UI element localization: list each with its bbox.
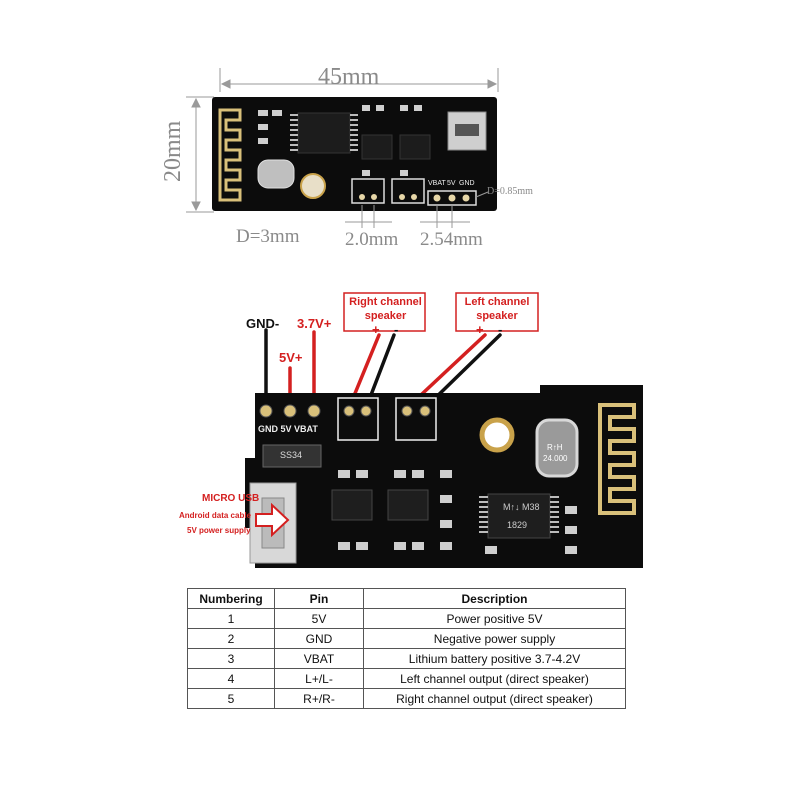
cell-pin: 5V xyxy=(274,608,364,629)
usb-cable-label: Android data cable xyxy=(179,511,252,520)
diode-icon xyxy=(262,444,322,468)
chip-label: M↑↓ M38 xyxy=(503,502,540,512)
bottom-antenna-icon xyxy=(598,403,636,515)
silk-header-label: GND 5V VBAT xyxy=(258,424,318,434)
diode-label: SS34 xyxy=(280,450,303,460)
header-pads xyxy=(259,404,431,418)
bottom-amp-left-icon xyxy=(387,489,429,521)
table-row: 3 VBAT Lithium battery positive 3.7-4.2V xyxy=(187,648,626,669)
right-minus: - xyxy=(394,322,399,337)
gnd-label: GND- xyxy=(246,316,280,331)
cell-description: Right channel output (direct speaker) xyxy=(363,688,626,709)
cell-numbering: 4 xyxy=(187,668,275,689)
cell-description: Power positive 5V xyxy=(363,608,626,629)
cell-description: Lithium battery positive 3.7-4.2V xyxy=(363,648,626,669)
v37-label: 3.7V+ xyxy=(297,316,332,331)
left-speaker-box xyxy=(455,292,539,332)
left-speaker-subtitle: speaker xyxy=(476,310,518,322)
left-speaker-title: Left channel xyxy=(464,296,530,308)
right-speaker-subtitle: speaker xyxy=(364,310,407,322)
height-dimension xyxy=(186,96,214,213)
crystal-icon xyxy=(257,159,295,189)
hole-diameter-label: D=3mm xyxy=(236,226,300,247)
left-minus: - xyxy=(498,322,503,337)
left-plus: + xyxy=(476,322,484,337)
pitch-254mm-label: 2.54mm xyxy=(420,229,483,250)
bottom-main-chip-icon xyxy=(487,493,551,539)
header-pin: Pin xyxy=(274,588,364,609)
pitch-dimensions xyxy=(345,191,489,228)
top-board-svg xyxy=(186,68,499,228)
right-speaker-title: Right channel xyxy=(349,296,422,308)
chip-code: 1829 xyxy=(507,520,528,530)
table-row: 1 5V Power positive 5V xyxy=(187,608,626,629)
bottom-crystal-icon xyxy=(535,418,579,478)
cell-description: Negative power supply xyxy=(363,628,626,649)
bottom-amp-right-icon xyxy=(331,489,373,521)
usb-arrow-icon xyxy=(255,502,290,538)
usb-power-label: 5V power supply xyxy=(187,526,251,535)
v5-label: 5V+ xyxy=(279,350,303,365)
crystal-label: 24.000 xyxy=(543,454,568,463)
width-dimension xyxy=(219,68,499,92)
usb-title: MICRO USB xyxy=(202,493,260,504)
cell-pin: GND xyxy=(274,628,364,649)
cell-numbering: 1 xyxy=(187,608,275,629)
table-row: 2 GND Negative power supply xyxy=(187,628,626,649)
main-chip-icon xyxy=(297,112,351,154)
cell-numbering: 3 xyxy=(187,648,275,669)
bottom-board-svg xyxy=(245,292,643,568)
mounting-hole-icon xyxy=(300,173,326,199)
cell-numbering: 2 xyxy=(187,628,275,649)
pin-table: Numbering Pin Description 1 5V Power pos… xyxy=(187,588,626,709)
cell-pin: R+/R- xyxy=(274,688,364,709)
pin-diameter-label: D=0.85mm xyxy=(487,186,533,197)
right-speaker-box xyxy=(343,292,426,332)
table-row: 4 L+/L- Left channel output (direct spea… xyxy=(187,668,626,689)
height-label: 20mm xyxy=(160,120,186,182)
silk-vbat: VBAT xyxy=(428,180,446,187)
rh-label: R↑H xyxy=(547,443,563,452)
antenna-icon xyxy=(218,108,242,202)
cell-description: Left channel output (direct speaker) xyxy=(363,668,626,689)
silk-gnd: GND xyxy=(459,180,475,187)
width-label: 45mm xyxy=(318,64,380,90)
table-row: 5 R+/R- Right channel output (direct spe… xyxy=(187,688,626,709)
cell-numbering: 5 xyxy=(187,688,275,709)
header-numbering: Numbering xyxy=(187,588,275,609)
table-header-row: Numbering Pin Description xyxy=(187,588,626,609)
cell-pin: VBAT xyxy=(274,648,364,669)
amp-chip-left-icon xyxy=(399,134,431,160)
right-plus: + xyxy=(372,322,380,337)
pitch-2mm-label: 2.0mm xyxy=(345,229,399,250)
header-description: Description xyxy=(363,588,626,609)
silk-5v: 5V xyxy=(447,180,456,187)
amp-chip-right-icon xyxy=(361,134,393,160)
bottom-mounting-hole-icon xyxy=(479,417,515,453)
cell-pin: L+/L- xyxy=(274,668,364,689)
